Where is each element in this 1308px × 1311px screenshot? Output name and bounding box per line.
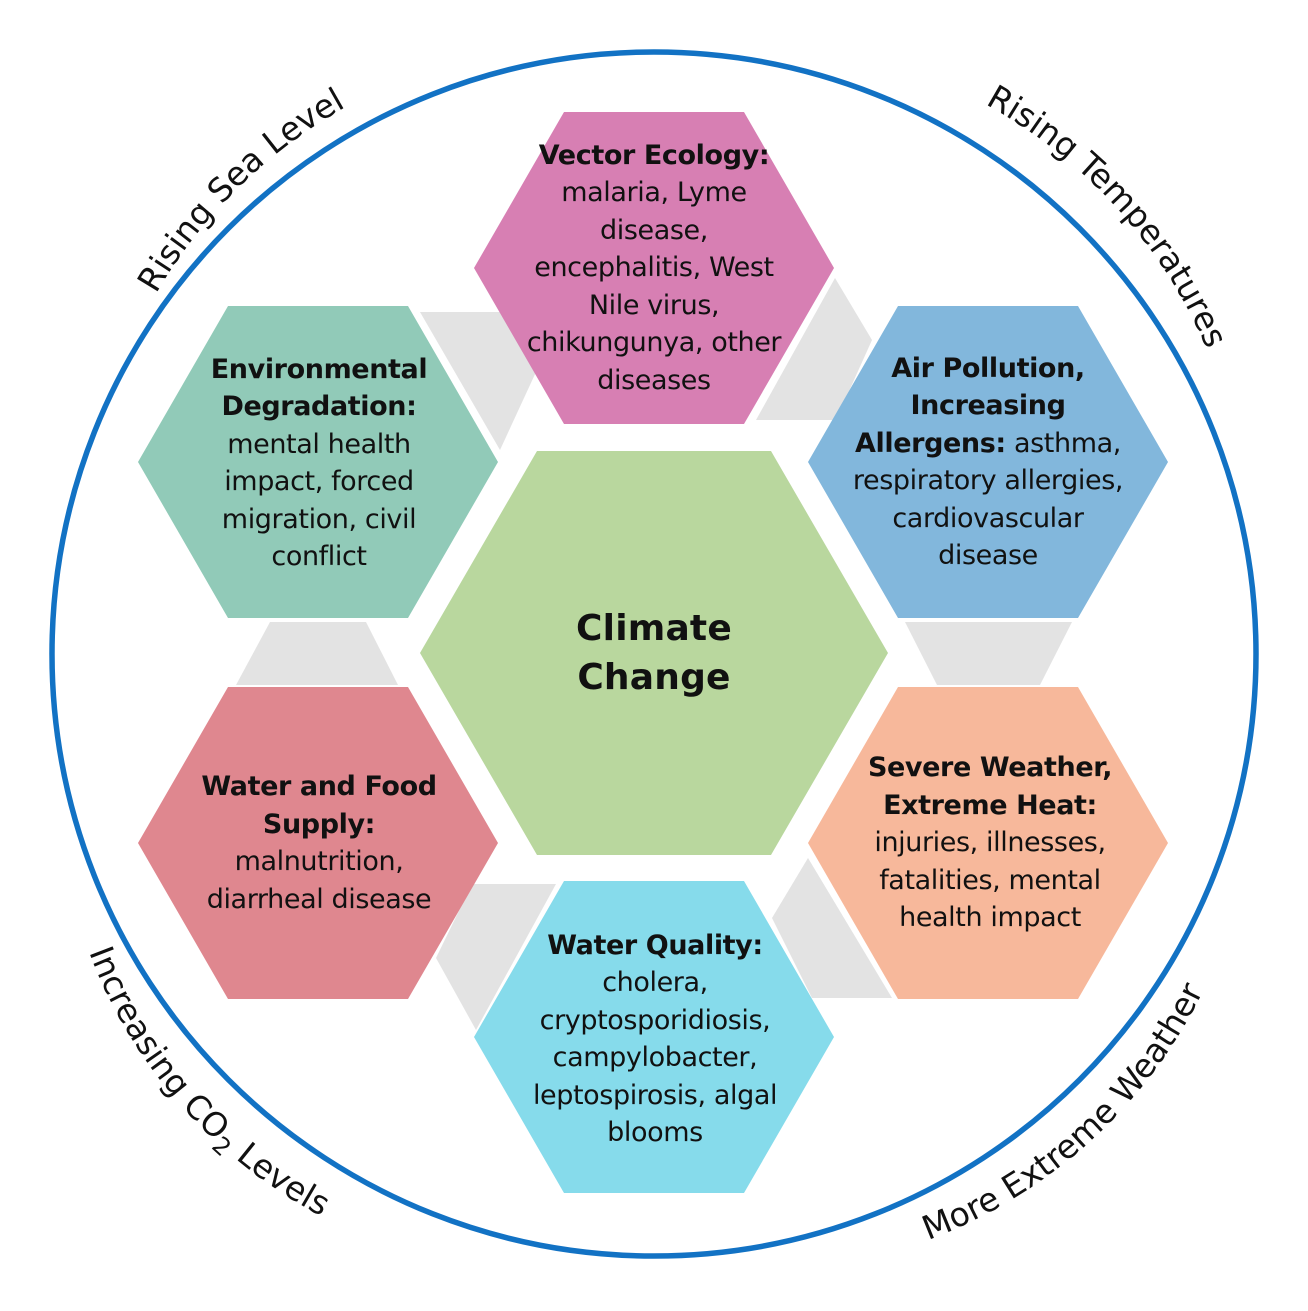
severe-weather-text: Severe Weather, Extreme Heat: injuries, … <box>860 749 1120 937</box>
vector-ecology-title: Vector Ecology: <box>538 139 770 171</box>
hex-shape-environment <box>138 306 498 618</box>
hex-shape-vector <box>474 112 834 424</box>
connector-vector-air <box>756 278 872 420</box>
hex-vector-ecology: Vector Ecology: malaria, Lyme disease, e… <box>518 118 790 418</box>
hex-water-food-supply: Water and Food Supply: malnutrition, dia… <box>178 692 460 994</box>
connector-group <box>236 278 1072 1030</box>
hex-environmental-degradation: Environmental Degradation: mental health… <box>178 312 460 614</box>
outer-ring <box>49 49 1259 1259</box>
connector-wq-waterfood <box>436 884 556 1030</box>
label-more-extreme-weather: More Extreme Weather <box>916 976 1210 1248</box>
hex-water-quality: Water Quality: cholera, cryptosporidiosi… <box>514 888 796 1190</box>
climate-change-line1: Climate <box>576 608 732 649</box>
water-quality-text: Water Quality: cholera, cryptosporidiosi… <box>525 927 785 1152</box>
connector-env-vector <box>420 312 536 450</box>
hex-shape-air <box>808 306 1168 618</box>
hex-climate-change: Climate Change <box>436 452 872 854</box>
vector-ecology-text: Vector Ecology: malaria, Lyme disease, e… <box>524 137 784 400</box>
connector-weather-wq <box>772 858 892 998</box>
hex-shape-water-food <box>138 687 498 999</box>
hex-shape-water-quality <box>474 881 834 1193</box>
air-pollution-title: Air Pollution, Increasing Allergens: <box>855 352 1085 459</box>
hex-shape-weather <box>808 687 1168 999</box>
hex-shape-climate-change <box>420 451 888 855</box>
vector-ecology-body: malaria, Lyme disease, encephalitis, Wes… <box>526 177 782 396</box>
connector-air-weather <box>905 622 1072 685</box>
water-food-title: Water and Food Supply: <box>201 771 437 840</box>
connector-waterfood-env <box>236 622 398 685</box>
hex-severe-weather: Severe Weather, Extreme Heat: injuries, … <box>848 692 1132 994</box>
water-quality-title: Water Quality: <box>547 929 763 961</box>
water-food-body: malnutrition, diarrheal disease <box>206 846 432 915</box>
environmental-title: Environmental Degradation: <box>210 353 428 423</box>
hex-air-pollution: Air Pollution, Increasing Allergens: ast… <box>848 312 1128 612</box>
hexagon-group <box>138 112 1168 1193</box>
climate-change-title: Climate Change <box>576 604 732 702</box>
air-pollution-text: Air Pollution, Increasing Allergens: ast… <box>848 350 1128 575</box>
water-food-text: Water and Food Supply: malnutrition, dia… <box>188 768 450 918</box>
water-quality-body: cholera, cryptosporidiosis, campylobacte… <box>532 967 778 1148</box>
climate-change-line2: Change <box>577 657 731 698</box>
environmental-body: mental health impact, forced migration, … <box>221 428 417 573</box>
severe-weather-body: injuries, illnesses, fatalities, mental … <box>874 827 1106 934</box>
environmental-text: Environmental Degradation: mental health… <box>203 351 435 576</box>
air-pollution-body: asthma, respiratory allergies, cardiovas… <box>852 427 1124 572</box>
label-rising-sea-levels: Rising Sea Levels <box>0 0 350 298</box>
severe-weather-title: Severe Weather, Extreme Heat: <box>867 752 1113 821</box>
